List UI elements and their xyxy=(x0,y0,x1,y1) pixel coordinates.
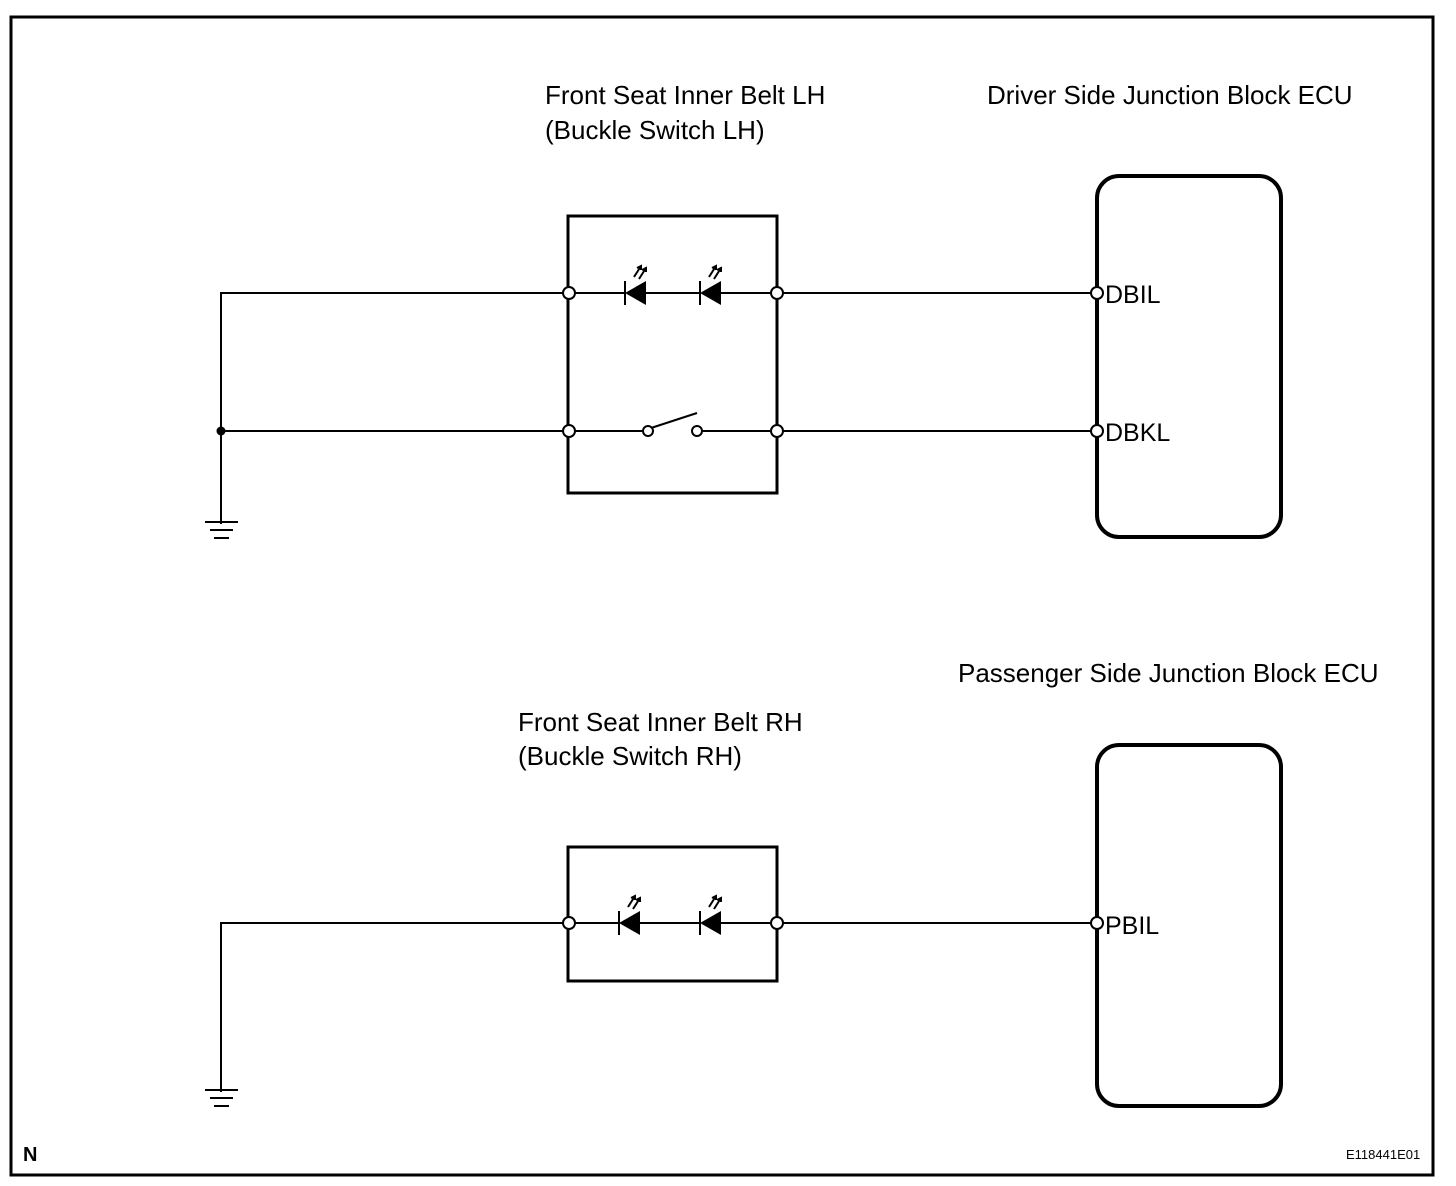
rh-wires xyxy=(220,922,1091,1092)
lh-belt-label-line1: Front Seat Inner Belt LH xyxy=(545,80,825,110)
led-icon xyxy=(699,894,722,935)
junction-dot xyxy=(216,426,226,436)
led-icon xyxy=(699,264,722,305)
passenger-ecu-title: Passenger Side Junction Block ECU xyxy=(958,658,1379,688)
terminal xyxy=(770,286,784,300)
led-icon xyxy=(624,264,647,305)
buckle-switch-icon xyxy=(642,412,703,437)
terminal xyxy=(1090,916,1104,930)
rh-belt-label-line2: (Buckle Switch RH) xyxy=(518,741,742,771)
ground-icon xyxy=(205,521,238,539)
terminal xyxy=(562,916,576,930)
rh-belt-label-line1: Front Seat Inner Belt RH xyxy=(518,707,803,737)
pin-label-pbil: PBIL xyxy=(1105,912,1159,940)
diagram-frame xyxy=(9,15,1435,1177)
figure-id: E118441E01 xyxy=(1346,1147,1420,1162)
corner-mark: N xyxy=(23,1144,37,1166)
terminal xyxy=(562,424,576,438)
lh-wires xyxy=(220,292,1091,524)
led-icon xyxy=(618,894,641,935)
lh-belt-label-line2: (Buckle Switch LH) xyxy=(545,115,765,145)
rh-belt-box xyxy=(566,845,779,983)
terminal xyxy=(770,916,784,930)
terminal xyxy=(1090,286,1104,300)
driver-ecu-box xyxy=(1095,174,1283,539)
pin-label-dbkl: DBKL xyxy=(1105,419,1170,447)
ground-icon xyxy=(205,1089,238,1107)
terminal xyxy=(1090,424,1104,438)
lh-belt-box xyxy=(566,214,779,495)
driver-ecu-title: Driver Side Junction Block ECU xyxy=(987,80,1353,110)
pin-label-dbil: DBIL xyxy=(1105,281,1161,309)
terminal xyxy=(770,424,784,438)
terminal xyxy=(562,286,576,300)
